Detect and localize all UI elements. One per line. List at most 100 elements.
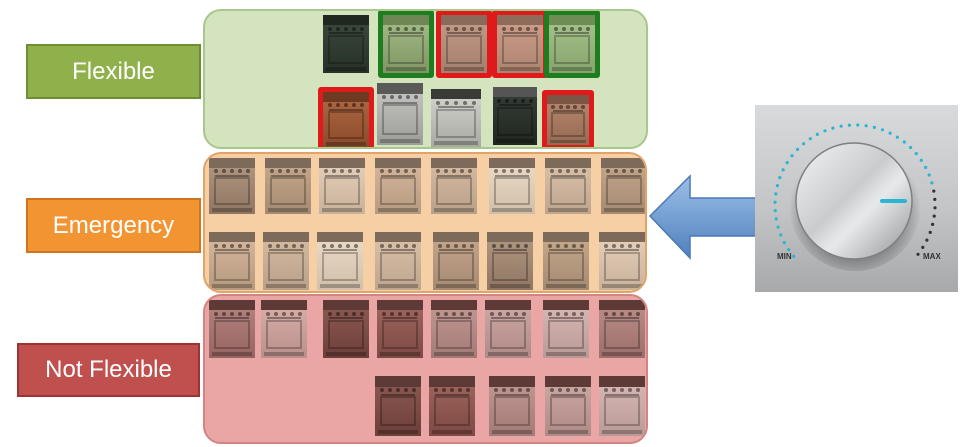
min-label: MIN — [777, 252, 792, 261]
stove-image — [441, 15, 487, 73]
max-label: MAX — [923, 252, 941, 261]
dial-scale-dot — [880, 128, 884, 132]
emergency-tier — [203, 152, 647, 293]
stove-image — [599, 232, 645, 290]
dial-scale-dot — [776, 225, 780, 229]
dial-scale-dot — [802, 142, 806, 146]
dial-scale-dot — [790, 154, 794, 158]
dial-scale-dot — [808, 137, 812, 141]
stove-image — [209, 158, 255, 214]
stove-image — [599, 376, 645, 436]
dial-scale-dot — [916, 252, 920, 256]
dial-scale-dot — [927, 173, 931, 177]
dial-scale-dot — [823, 129, 827, 133]
dial-scale-dot — [774, 192, 778, 196]
dial-scale-dot — [774, 217, 778, 221]
stove-image — [377, 83, 423, 145]
stove-image — [431, 158, 477, 214]
stove-image — [383, 15, 429, 73]
dial-scale-dot — [785, 161, 789, 165]
dial-scale-dot — [914, 152, 918, 156]
stove-image — [323, 300, 369, 358]
stove-image — [209, 232, 255, 290]
red-highlight-box — [318, 87, 374, 147]
stove-image — [375, 232, 421, 290]
stove-image — [261, 300, 307, 358]
flexible-label: Flexible — [26, 44, 201, 99]
flexible-tier — [203, 9, 648, 149]
stove-image — [377, 300, 423, 358]
dial-scale-dot — [921, 245, 925, 249]
dial-scale-dot — [932, 189, 936, 193]
stove-image — [433, 232, 479, 290]
stove-image — [323, 15, 369, 73]
stove-image — [543, 232, 589, 290]
left-arrow — [648, 174, 757, 260]
stove-image — [431, 300, 477, 358]
stove-image — [493, 87, 537, 145]
dial-scale-dot — [872, 125, 876, 129]
stove-image — [265, 158, 311, 214]
dial-scale-dot — [839, 124, 843, 128]
dial-scale-dot — [831, 126, 835, 130]
dial-scale-dot — [847, 123, 851, 127]
not-flexible-tier — [203, 294, 648, 444]
stove-image — [317, 232, 363, 290]
stove-image — [545, 376, 591, 436]
dial-scale-dot — [815, 132, 819, 136]
dial-scale-dot — [928, 230, 932, 234]
dial-scale-dot — [864, 124, 868, 128]
stove-image — [429, 376, 475, 436]
stove-image — [375, 158, 421, 214]
dial-scale-dot — [888, 131, 892, 135]
dial-scale-dot — [924, 165, 928, 169]
green-highlight-box — [544, 11, 600, 78]
stove-image — [547, 95, 589, 145]
stove-image — [209, 300, 255, 358]
stove-image — [319, 158, 365, 214]
dial-scale-dot — [930, 181, 934, 185]
dial-scale-dot — [932, 214, 936, 218]
dial-scale-dot — [856, 123, 860, 127]
emergency-label: Emergency — [26, 198, 201, 253]
dial-scale-dot — [933, 206, 937, 210]
dial-scale-dot — [792, 254, 796, 258]
dial-scale-dot — [902, 140, 906, 144]
stove-image — [545, 158, 591, 214]
dial-scale-dot — [781, 168, 785, 172]
dial-scale-dot — [787, 248, 791, 252]
stove-image — [323, 92, 369, 147]
stove-image — [489, 376, 535, 436]
stove-image — [375, 376, 421, 436]
dial-knob[interactable] — [755, 105, 958, 292]
stove-image — [487, 232, 533, 290]
dial-scale-dot — [795, 147, 800, 151]
stove-image — [497, 15, 543, 73]
stove-image — [485, 300, 531, 358]
dial-scale-dot — [895, 135, 899, 139]
stove-image — [599, 300, 645, 358]
dial-scale-dot — [782, 241, 786, 245]
stove-image — [431, 89, 481, 147]
stove-image — [489, 158, 535, 214]
dial-scale-dot — [773, 209, 777, 213]
dial-panel: MIN MAX — [755, 105, 958, 292]
red-highlight-box — [436, 11, 492, 78]
dial-scale-dot — [933, 197, 937, 201]
stove-image — [543, 300, 589, 358]
not-flexible-label: Not Flexible — [17, 343, 200, 397]
dial-scale-dot — [773, 200, 777, 204]
dial-scale-dot — [775, 184, 779, 188]
dial-scale-dot — [909, 145, 913, 150]
stove-image — [601, 158, 645, 214]
red-highlight-box — [492, 11, 548, 78]
stove-image — [263, 232, 309, 290]
dial-scale-dot — [931, 222, 935, 226]
dial-scale-dot — [778, 176, 782, 180]
stove-image — [549, 15, 595, 73]
dial-scale-dot — [919, 158, 923, 162]
green-highlight-box — [378, 11, 434, 78]
dial-scale-dot — [779, 233, 783, 237]
dial-scale-dot — [925, 238, 929, 242]
red-highlight-box — [542, 90, 594, 147]
